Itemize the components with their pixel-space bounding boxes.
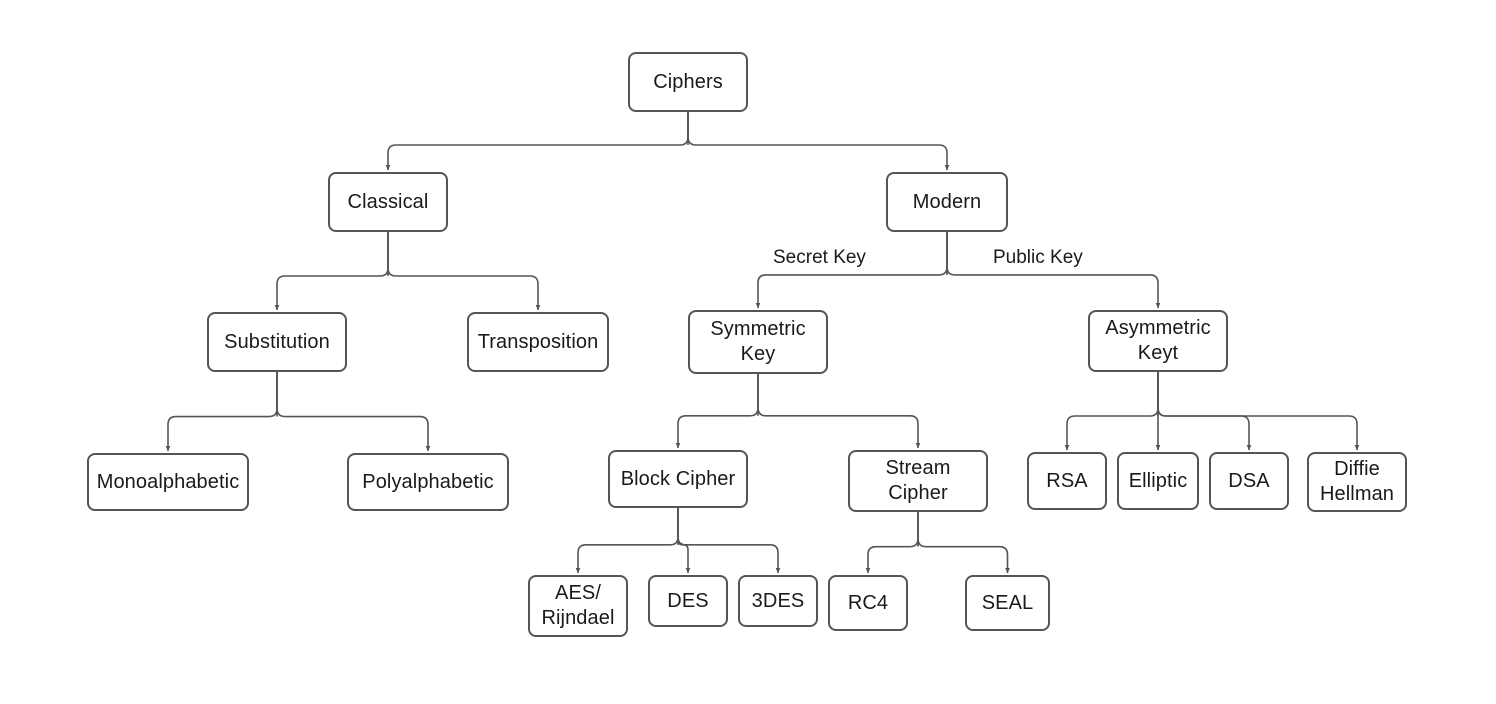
secret-key-label: Secret Key [773,247,866,268]
edge-stream-cipher-to-rc4 [865,512,919,574]
node-modern[interactable]: Modern [886,172,1008,232]
edge-substitution-to-polyalphabetic [276,372,431,452]
node-3des[interactable]: 3DES [738,575,818,627]
edge-ciphers-to-classical [385,112,689,171]
node-ciphers[interactable]: Ciphers [628,52,748,112]
edge-symmetric-key-to-block-cipher [675,374,759,449]
edge-modern-to-asymmetric-key [946,232,1161,309]
edge-symmetric-key-to-stream-cipher [757,374,921,449]
edge-block-cipher-to-des [677,508,691,574]
node-diffie-hellman[interactable]: Diffie Hellman [1307,452,1407,512]
node-dsa[interactable]: DSA [1209,452,1289,510]
node-symmetric-key[interactable]: Symmetric Key [688,310,828,374]
edge-stream-cipher-to-seal [917,512,1010,574]
edge-asymmetric-key-to-diffie-hellman [1157,372,1360,451]
node-aes-rijndael[interactable]: AES/ Rijndael [528,575,628,637]
node-rsa[interactable]: RSA [1027,452,1107,510]
node-stream-cipher[interactable]: Stream Cipher [848,450,988,512]
edge-substitution-to-monoalphabetic [165,372,278,452]
node-monoalphabetic[interactable]: Monoalphabetic [87,453,249,511]
node-rc4[interactable]: RC4 [828,575,908,631]
node-asymmetric-key[interactable]: Asymmetric Keyt [1088,310,1228,372]
edge-block-cipher-to-aes-rijndael [575,508,679,574]
node-seal[interactable]: SEAL [965,575,1050,631]
node-block-cipher[interactable]: Block Cipher [608,450,748,508]
edge-classical-to-substitution [274,232,389,311]
public-key-label: Public Key [993,247,1083,268]
node-transposition[interactable]: Transposition [467,312,609,372]
edge-asymmetric-key-to-rsa [1064,372,1159,451]
node-des[interactable]: DES [648,575,728,627]
edge-block-cipher-to-3des [677,508,781,574]
edge-classical-to-transposition [387,232,541,311]
edge-modern-to-symmetric-key [755,232,948,309]
node-classical[interactable]: Classical [328,172,448,232]
node-polyalphabetic[interactable]: Polyalphabetic [347,453,509,511]
edge-ciphers-to-modern [687,112,950,171]
node-substitution[interactable]: Substitution [207,312,347,372]
node-elliptic[interactable]: Elliptic [1117,452,1199,510]
edge-asymmetric-key-to-dsa [1157,372,1252,451]
